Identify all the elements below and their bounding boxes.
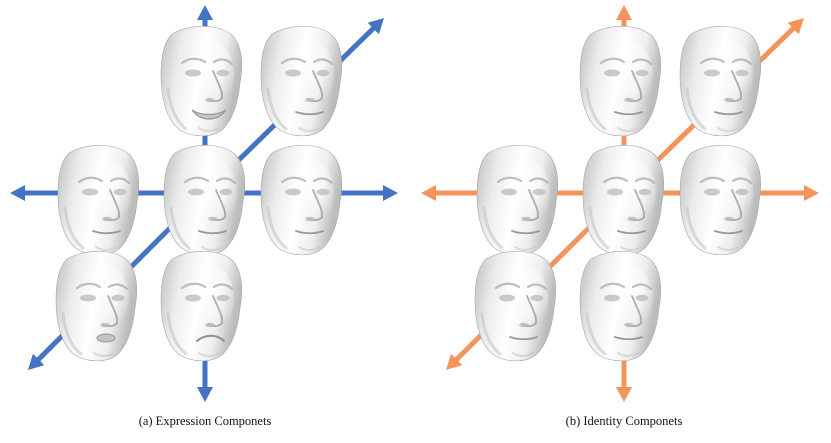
face-grid xyxy=(55,26,343,362)
face-mesh-diag-down xyxy=(474,251,557,362)
axis-down-arrowhead xyxy=(197,387,213,402)
face-mesh-diag-up xyxy=(679,26,762,137)
face-mesh-left xyxy=(57,145,140,256)
face-mesh-diag-down xyxy=(55,251,138,362)
axis-diagonal-up-arrowhead xyxy=(787,18,804,35)
face-mesh-right xyxy=(260,145,343,256)
axis-up-arrowhead xyxy=(616,5,632,20)
face-mesh-left xyxy=(476,145,559,256)
face-mesh-right xyxy=(679,145,762,256)
expression-panel xyxy=(10,5,398,402)
axis-right-arrowhead xyxy=(383,185,398,201)
axis-down-arrowhead xyxy=(616,387,632,402)
expression-caption: (a) Expression Componets xyxy=(138,414,272,428)
axis-right-arrowhead xyxy=(804,185,819,201)
face-mesh-diag-up xyxy=(260,26,343,137)
axis-left-arrowhead xyxy=(10,185,25,201)
face-grid xyxy=(474,26,762,362)
identity-panel xyxy=(421,5,819,402)
face-mesh-up xyxy=(579,26,662,137)
face-mesh-down xyxy=(160,251,243,362)
axis-diagonal-down-arrowhead xyxy=(446,353,463,370)
axis-diagonal-up-arrowhead xyxy=(367,18,384,35)
face-mesh-center xyxy=(163,145,246,256)
face-mesh-down xyxy=(579,251,662,362)
identity-caption: (b) Identity Componets xyxy=(565,414,683,428)
axis-diagonal-down-arrowhead xyxy=(28,353,45,370)
axis-left-arrowhead xyxy=(421,185,436,201)
axis-up-arrowhead xyxy=(197,5,213,20)
face-mesh-center xyxy=(582,145,665,256)
face-mesh-up xyxy=(160,26,243,137)
